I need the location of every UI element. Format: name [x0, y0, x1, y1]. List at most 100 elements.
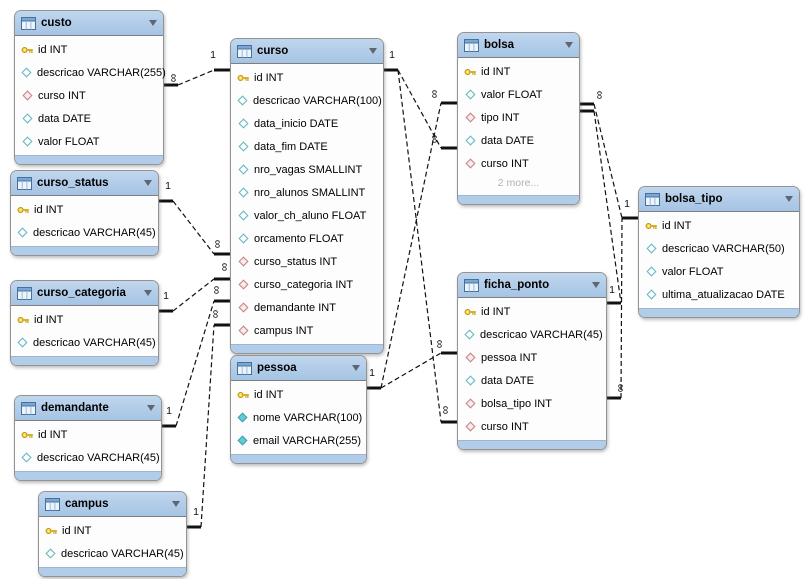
cardinality-label: ∞ [614, 384, 628, 393]
cardinality-label: 1 [389, 49, 395, 61]
table-footer [231, 454, 366, 463]
column-row: id INT [458, 60, 579, 83]
column-row: id INT [231, 66, 383, 89]
cardinality-label: ∞ [218, 263, 232, 272]
column-label: nro_vagas SMALLINT [254, 163, 363, 176]
diamond-icon [464, 329, 475, 340]
table-title: demandante [41, 402, 109, 414]
table-footer [639, 308, 799, 317]
column-row: data DATE [458, 129, 579, 152]
column-label: tipo INT [481, 111, 520, 124]
table-header[interactable]: curso_categoria [11, 281, 158, 306]
column-row: demandante INT [231, 296, 383, 319]
column-row: id INT [458, 300, 606, 323]
key-icon [17, 204, 29, 216]
table-title: bolsa [484, 39, 515, 51]
relationship-campus_curso[interactable]: 1∞ [185, 310, 230, 529]
relationship-curso_status_curso[interactable]: 1∞ [157, 180, 230, 256]
diamond-icon [645, 266, 657, 277]
table-header[interactable]: pessoa [231, 356, 366, 381]
table-footer [458, 440, 606, 449]
cardinality-label: ∞ [167, 74, 181, 83]
diamond-icon [45, 548, 56, 559]
column-row: tipo INT [458, 106, 579, 129]
collapse-arrow-icon[interactable] [149, 20, 157, 26]
diamond-icon [645, 243, 657, 254]
collapse-arrow-icon[interactable] [144, 290, 152, 296]
collapse-arrow-icon[interactable] [565, 42, 573, 48]
relationship-segment [397, 69, 442, 423]
column-row: descricao VARCHAR(45) [458, 323, 606, 346]
column-row: id INT [39, 519, 186, 542]
relationship-bolsa_ficha_ponto[interactable]: 1 [578, 109, 622, 305]
column-label: data DATE [481, 374, 534, 387]
relationship-segment [593, 110, 622, 304]
hidden-columns-indicator[interactable]: 2 more... [497, 177, 540, 189]
column-row: curso_categoria INT [231, 273, 383, 296]
column-label: descricao VARCHAR(45) [61, 547, 184, 560]
cardinality-label: 1 [165, 180, 171, 192]
table-header[interactable]: campus [39, 492, 186, 517]
relationship-segment [172, 278, 215, 312]
table-grid-icon [464, 38, 479, 52]
column-row: id INT [639, 214, 799, 237]
collapse-arrow-icon[interactable] [785, 196, 793, 202]
table-title: bolsa_tipo [665, 193, 723, 205]
relationship-ficha_ponto_bolsa_tipo[interactable]: ∞ [605, 216, 638, 400]
table-grid-icon [237, 44, 252, 58]
table-header[interactable]: bolsa_tipo [639, 187, 799, 212]
diamond-filled-icon [237, 412, 248, 423]
collapse-arrow-icon[interactable] [352, 365, 360, 371]
table-header[interactable]: curso [231, 39, 383, 64]
column-label: descricao VARCHAR(100) [253, 94, 382, 107]
column-row: data DATE [458, 369, 606, 392]
cardinality-label: 1 [210, 49, 216, 61]
column-label: id INT [34, 313, 64, 326]
relationship-pessoa_ficha_ponto[interactable]: ∞ [365, 340, 457, 390]
relationship-custo_curso[interactable]: ∞1 [162, 49, 230, 87]
relationship-demandante_curso[interactable]: 1∞ [160, 286, 230, 428]
diamond-fk-icon [464, 421, 476, 432]
table-header[interactable]: bolsa [458, 33, 579, 58]
collapse-arrow-icon[interactable] [147, 405, 155, 411]
relationship-curso_ficha_ponto[interactable]: ∞ [382, 68, 457, 424]
table-title: curso_categoria [37, 287, 126, 299]
table-title: custo [41, 17, 72, 29]
relationship-curso_categoria_curso[interactable]: 1∞ [157, 263, 232, 313]
table-grid-icon [21, 16, 36, 30]
diamond-icon [21, 67, 32, 78]
collapse-arrow-icon[interactable] [144, 180, 152, 186]
column-label: curso_categoria INT [254, 278, 354, 291]
column-row: curso_status INT [231, 250, 383, 273]
collapse-arrow-icon[interactable] [369, 48, 377, 54]
table-header[interactable]: demandante [15, 396, 161, 421]
table-header[interactable]: ficha_ponto [458, 273, 606, 298]
relationship-segment [172, 200, 215, 255]
table-header[interactable]: curso_status [11, 171, 158, 196]
table-header[interactable]: custo [15, 11, 163, 36]
collapse-arrow-icon[interactable] [172, 501, 180, 507]
collapse-arrow-icon[interactable] [592, 282, 600, 288]
relationship-curso_bolsa[interactable]: 1∞ [382, 49, 457, 150]
diamond-icon [237, 233, 249, 244]
diamond-icon [645, 289, 657, 300]
table-footer [15, 471, 161, 480]
column-label: id INT [481, 65, 511, 78]
column-label: curso INT [481, 157, 529, 170]
diamond-icon [237, 95, 248, 106]
diamond-icon [464, 375, 476, 386]
diamond-fk-icon [21, 90, 33, 101]
